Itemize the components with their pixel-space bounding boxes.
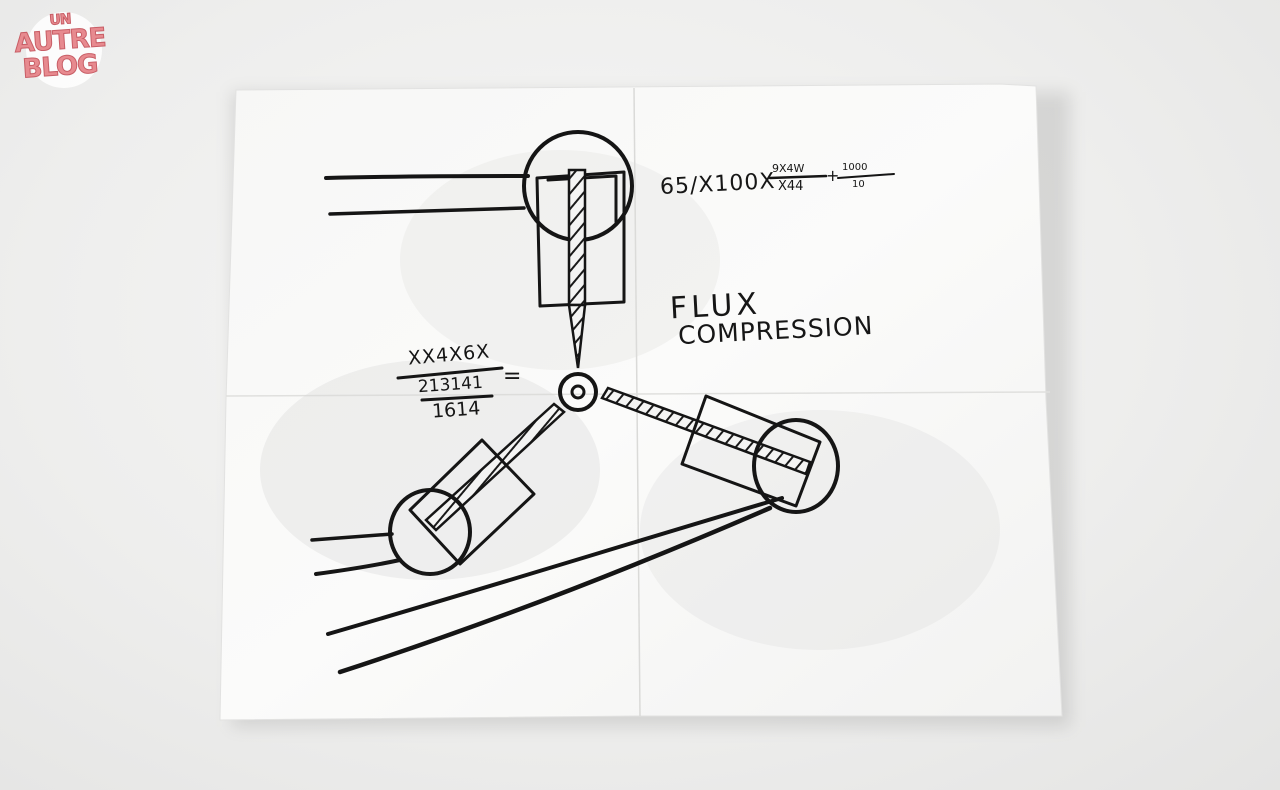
equation-top-fraction-a-numerator: 9X4W	[772, 162, 805, 175]
equation-left-denominator: 1614	[431, 397, 482, 423]
fraction-bar-b	[837, 173, 895, 179]
top-tube-tip	[567, 303, 587, 369]
equation-top-operator: +	[826, 166, 840, 185]
fraction-bar-a	[768, 174, 828, 180]
pencil-smudge	[260, 360, 600, 580]
right-circle	[752, 418, 840, 514]
blog-logo: UN AUTRE BLOG	[10, 10, 110, 90]
fold-crease-horizontal	[225, 391, 1051, 397]
bottom-wire-upper	[326, 496, 784, 636]
top-wire-lower	[328, 206, 526, 216]
pencil-smudge	[400, 150, 720, 370]
left-wire-upper	[310, 532, 394, 542]
equation-left-equals: =	[503, 364, 522, 389]
logo-disc	[26, 12, 102, 88]
pencil-smudge	[640, 410, 1000, 650]
top-wire-upper	[324, 174, 530, 180]
top-tube	[567, 168, 587, 307]
right-tube	[600, 386, 812, 476]
left-wire-lower	[314, 558, 402, 576]
bottom-wire-lower	[337, 505, 773, 675]
left-tube	[424, 402, 566, 532]
equation-top-fraction-a-denominator: X44	[778, 179, 804, 194]
equation-left-middle: 213141	[417, 372, 484, 398]
equation-top-fraction-b-numerator: 1000	[842, 162, 868, 173]
left-circle	[388, 488, 472, 576]
left-housing	[408, 438, 536, 566]
center-hub-inner	[570, 384, 586, 400]
left-fraction-bar-2	[420, 394, 494, 402]
center-hub-outer	[558, 372, 598, 412]
equation-top-fraction-b-denominator: 10	[852, 179, 865, 190]
left-fraction-bar-1	[396, 366, 504, 380]
equation-top-prefix: 65/X100X	[659, 168, 777, 201]
right-housing	[680, 394, 822, 508]
